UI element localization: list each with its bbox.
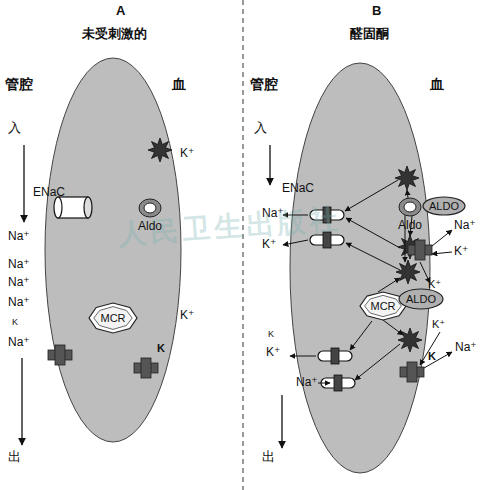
diagram-label: Na⁺ <box>8 230 30 243</box>
diagram-label: Na⁺ <box>454 219 476 232</box>
tubule-cell <box>45 58 181 442</box>
ion-arrows <box>283 215 452 383</box>
diagram-label: Na⁺ <box>296 376 318 389</box>
diagram-label: Na⁺ <box>8 276 30 289</box>
hormone-oval: ALDO <box>398 288 444 310</box>
flow-arrow <box>269 145 270 185</box>
diagram-label: 入 <box>254 121 267 135</box>
diagram-label: Na⁺ <box>8 336 30 349</box>
pump-symbol <box>408 240 432 260</box>
diagram-label: K⁺ <box>180 309 194 322</box>
diagram-label: 出 <box>8 450 21 464</box>
node-label: ALDO <box>398 294 444 305</box>
diagram-label: ENaC <box>33 186 65 199</box>
node-label: MCR <box>89 313 137 324</box>
diagram-label: K⁺ <box>454 245 468 258</box>
starburst-symbol <box>396 260 420 284</box>
diagram-label: K <box>268 330 274 340</box>
node-label: MCR <box>360 301 406 312</box>
node-label: Aldo <box>386 219 434 231</box>
flow-arrow <box>21 358 22 445</box>
diagram-label: 管腔 <box>250 77 278 92</box>
panel-divider <box>243 0 244 490</box>
starburst-symbol <box>395 166 419 190</box>
diagram-label: K⁺ <box>180 147 194 160</box>
node-outline <box>398 197 422 217</box>
diagram-label: 入 <box>8 121 21 135</box>
receptor-box: MCR <box>360 292 406 320</box>
receptor-ring: Aldo <box>398 197 422 217</box>
diagram-label: Na⁺ <box>8 258 30 271</box>
diagram-label: K <box>12 318 18 328</box>
diagram-label: 醛固酮 <box>350 27 389 41</box>
channel-symbol <box>318 348 352 364</box>
diagram-label: ENaC <box>282 182 314 195</box>
starburst-symbol <box>398 328 422 352</box>
node-label: ALDO <box>422 201 466 212</box>
diagram-label: 出 <box>262 450 275 464</box>
diagram-label: 未受刺激的 <box>82 27 147 41</box>
starburst-symbol <box>148 138 172 162</box>
diagram-label: 管腔 <box>5 77 33 92</box>
enac-channel <box>84 197 92 218</box>
pump-symbol <box>48 345 72 365</box>
flow-arrow <box>281 395 282 448</box>
pump-symbol <box>134 358 158 378</box>
node-label: Aldo <box>126 220 174 232</box>
diagram-label: B <box>372 4 381 18</box>
enac-channel <box>54 197 62 218</box>
diagram-label: Na⁺ <box>455 341 477 354</box>
diagram-label: K⁺ <box>266 346 280 359</box>
diagram-label: 血 <box>172 77 186 92</box>
node-outline <box>138 198 162 218</box>
diagram-label: A <box>116 4 125 18</box>
diagram-label: K⁺ <box>432 318 445 330</box>
diagram-label: 血 <box>430 77 444 92</box>
hormone-oval: ALDO <box>422 196 466 216</box>
diagram-label: Na⁺ <box>8 296 30 309</box>
diagram-label: K <box>157 342 165 354</box>
receptor-box: MCR <box>89 303 137 333</box>
flow-arrow <box>23 145 24 222</box>
diagram-label: K <box>428 350 436 362</box>
receptor-ring: Aldo <box>138 198 162 218</box>
diagram-label: K⁺ <box>428 278 441 290</box>
tubule-cell <box>290 63 430 473</box>
